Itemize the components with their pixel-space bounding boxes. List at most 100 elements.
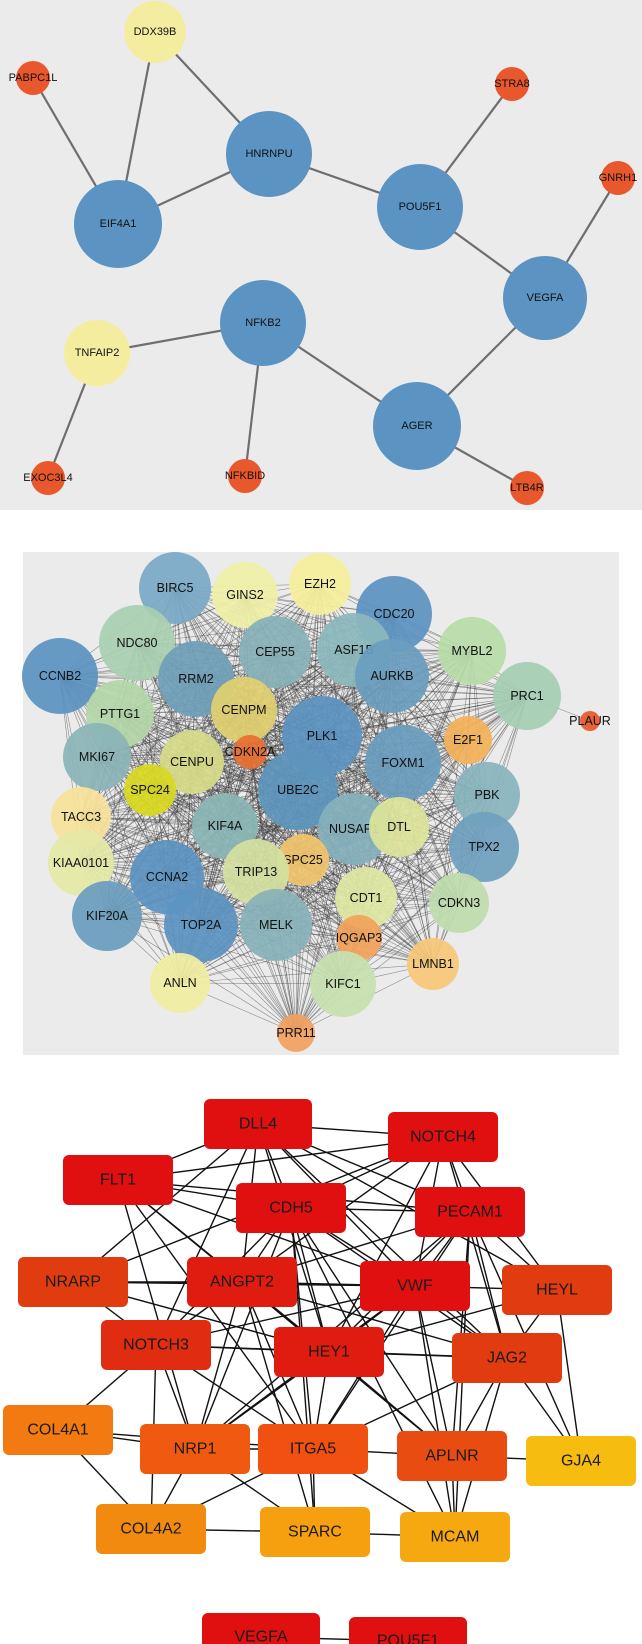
node-melk[interactable]: MELK	[240, 889, 312, 961]
node-kiaa0101[interactable]: KIAA0101	[48, 830, 114, 896]
node-cenpm[interactable]: CENPM	[211, 677, 277, 743]
node-label: TOP2A	[181, 918, 222, 932]
node-birc5[interactable]: BIRC5	[139, 552, 211, 624]
node-aplnr[interactable]: APLNR	[397, 1431, 507, 1481]
node-col4a2[interactable]: COL4A2	[96, 1504, 206, 1554]
node-ager[interactable]: AGER	[373, 382, 461, 470]
node-box	[3, 1405, 113, 1455]
node-cdkn2a[interactable]: CDKN2A	[225, 735, 276, 769]
node-circle	[444, 716, 492, 764]
node-ube2c[interactable]: UBE2C	[258, 750, 338, 830]
node-lmnb1[interactable]: LMNB1	[407, 938, 459, 990]
node-label: KIFC1	[325, 977, 360, 991]
node-anln[interactable]: ANLN	[150, 953, 210, 1013]
node-box	[349, 1617, 467, 1644]
node-vegfa[interactable]: VEGFA	[503, 256, 587, 340]
node-cenpu[interactable]: CENPU	[160, 730, 224, 794]
node-box	[360, 1261, 470, 1311]
node-top2a[interactable]: TOP2A	[164, 888, 238, 962]
node-prr11[interactable]: PRR11	[276, 1014, 316, 1052]
node-kifc1[interactable]: KIFC1	[310, 951, 376, 1017]
node-cdkn3[interactable]: CDKN3	[429, 873, 489, 933]
node-ltb4r[interactable]: LTB4R	[510, 471, 544, 505]
node-gnrh1[interactable]: GNRH1	[599, 161, 638, 195]
edge-top2a-lmnb1	[200, 924, 434, 965]
node-nrp1[interactable]: NRP1	[140, 1424, 250, 1474]
node-label: FLT1	[100, 1172, 136, 1189]
node-nfkb2[interactable]: NFKB2	[220, 280, 306, 366]
node-circle	[580, 711, 600, 731]
node-box	[260, 1507, 370, 1557]
node-circle	[72, 881, 142, 951]
node-mki67[interactable]: MKI67	[63, 723, 131, 791]
node-eif4a1[interactable]: EIF4A1	[74, 180, 162, 268]
node-itga5[interactable]: ITGA5	[258, 1424, 368, 1474]
node-ndc80[interactable]: NDC80	[99, 605, 175, 681]
node-ccnb2[interactable]: CCNB2	[22, 638, 98, 714]
node-gja4[interactable]: GJA4	[526, 1436, 636, 1486]
node-label: GJA4	[561, 1453, 601, 1470]
node-foxm1[interactable]: FOXM1	[365, 725, 441, 801]
node-label: NFKBID	[225, 470, 265, 482]
node-label: LTB4R	[510, 482, 543, 494]
node-dll4[interactable]: DLL4	[204, 1099, 312, 1149]
node-circle	[22, 638, 98, 714]
node-e2f1[interactable]: E2F1	[444, 716, 492, 764]
node-nusap1[interactable]: NUSAP1	[318, 793, 390, 865]
node-gins2[interactable]: GINS2	[212, 562, 278, 628]
node-spc24[interactable]: SPC24	[124, 764, 176, 816]
node-col4a1[interactable]: COL4A1	[3, 1405, 113, 1455]
node-vegfa[interactable]: VEGFA	[202, 1613, 320, 1644]
node-angpt2[interactable]: ANGPT2	[187, 1257, 297, 1307]
node-mcam[interactable]: MCAM	[400, 1512, 510, 1562]
node-heyl[interactable]: HEYL	[502, 1265, 612, 1315]
node-circle	[495, 67, 529, 101]
node-label: FOXM1	[381, 756, 424, 770]
node-nrarp[interactable]: NRARP	[18, 1257, 128, 1307]
node-cdh5[interactable]: CDH5	[236, 1183, 346, 1233]
node-tpx2[interactable]: TPX2	[449, 812, 519, 882]
node-trip13[interactable]: TRIP13	[223, 839, 289, 905]
node-box	[502, 1265, 612, 1315]
node-ezh2[interactable]: EZH2	[289, 553, 351, 615]
edge-kif4a-cdkn3	[224, 825, 460, 904]
node-vwf[interactable]: VWF	[360, 1261, 470, 1311]
node-sparc[interactable]: SPARC	[260, 1507, 370, 1557]
node-pbk[interactable]: PBK	[454, 762, 520, 828]
node-flt1[interactable]: FLT1	[63, 1155, 173, 1205]
node-cdt1[interactable]: CDT1	[335, 867, 397, 929]
node-tacc3[interactable]: TACC3	[51, 787, 111, 847]
node-nfkbid[interactable]: NFKBID	[225, 459, 265, 493]
node-dtl[interactable]: DTL	[369, 797, 429, 857]
node-prc1[interactable]: PRC1	[493, 662, 561, 730]
node-aurkb[interactable]: AURKB	[355, 639, 429, 713]
node-box	[400, 1512, 510, 1562]
node-cep55[interactable]: CEP55	[239, 616, 311, 688]
node-plaur[interactable]: PLAUR	[569, 711, 611, 731]
node-hey1[interactable]: HEY1	[274, 1327, 384, 1377]
node-notch3[interactable]: NOTCH3	[101, 1320, 211, 1370]
node-notch4[interactable]: NOTCH4	[388, 1112, 498, 1162]
node-ddx39b[interactable]: DDX39B	[124, 1, 186, 63]
node-pou5f1[interactable]: POU5F1	[349, 1617, 467, 1644]
node-pou5f1[interactable]: POU5F1	[377, 164, 463, 250]
edge-iqgap3-anln	[179, 937, 360, 984]
node-circle	[373, 382, 461, 470]
node-stra8[interactable]: STRA8	[494, 67, 530, 101]
node-exoc3l4[interactable]: EXOC3L4	[23, 461, 73, 495]
node-spc25[interactable]: SPC25	[277, 834, 329, 886]
edge-ezh2-pttg1	[119, 583, 321, 715]
node-iqgap3[interactable]: IQGAP3	[336, 915, 383, 961]
node-label: KIF20A	[86, 909, 128, 923]
node-jag2[interactable]: JAG2	[452, 1333, 562, 1383]
node-pecam1[interactable]: PECAM1	[415, 1187, 525, 1237]
node-hnrnpu[interactable]: HNRNPU	[226, 111, 312, 197]
node-tnfaip2[interactable]: TNFAIP2	[64, 320, 130, 386]
node-circle	[510, 471, 544, 505]
node-circle	[164, 888, 238, 962]
node-mybl2[interactable]: MYBL2	[438, 617, 506, 685]
edge-kiaa0101-cdt1	[80, 862, 367, 899]
node-kif20a[interactable]: KIF20A	[72, 881, 142, 951]
node-circle	[454, 762, 520, 828]
node-pabpc1l[interactable]: PABPC1L	[9, 61, 58, 95]
